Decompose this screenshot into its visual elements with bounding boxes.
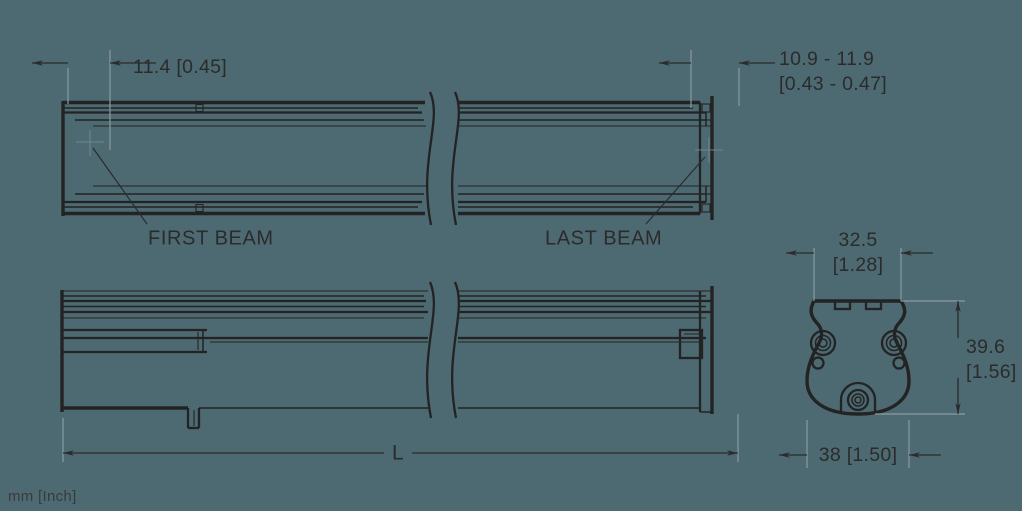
dim-overall-length-symbol: L <box>392 442 404 465</box>
label-first-beam: FIRST BEAM <box>148 227 274 249</box>
section-boss-right <box>880 329 908 357</box>
section-boss-bottom <box>839 381 877 412</box>
dim-section-height-line2: [1.56] <box>966 361 1017 383</box>
dimension-last-beam-offset: 10.9 - 11.9 [0.43 - 0.47] <box>659 48 887 108</box>
section-boss-left <box>809 329 837 357</box>
dimension-first-beam-offset: 11.4 [0.45] <box>32 50 227 150</box>
section-notch-right <box>864 299 883 311</box>
dim-section-height-line1: 39.6 <box>966 336 1005 358</box>
dim-first-beam-offset-text: 11.4 [0.45] <box>133 56 227 78</box>
dimension-section-top-width: 32.5 [1.28] <box>786 229 933 301</box>
units-note: mm [Inch] <box>8 488 77 505</box>
callout-first-beam: FIRST BEAM <box>76 130 274 249</box>
label-last-beam: LAST BEAM <box>545 227 662 249</box>
dim-last-beam-offset-line1: 10.9 - 11.9 <box>779 48 874 70</box>
top-view <box>61 91 714 226</box>
callout-last-beam: LAST BEAM <box>545 137 723 249</box>
dim-section-width-text: 38 [1.50] <box>819 444 898 466</box>
cross-section-view <box>805 299 911 416</box>
dimension-section-height: 39.6 [1.56] <box>875 300 1017 415</box>
section-hole-left <box>811 356 825 370</box>
dim-section-top-width-line2: [1.28] <box>833 254 884 276</box>
dim-last-beam-offset-line2: [0.43 - 0.47] <box>779 73 887 95</box>
dimension-overall-length: L <box>62 414 739 465</box>
section-notch-left <box>833 299 852 311</box>
section-hole-right <box>892 356 906 370</box>
dim-section-top-width-line1: 32.5 <box>838 229 877 251</box>
side-view <box>60 281 714 430</box>
dimension-section-width: 38 [1.50] <box>779 420 941 468</box>
